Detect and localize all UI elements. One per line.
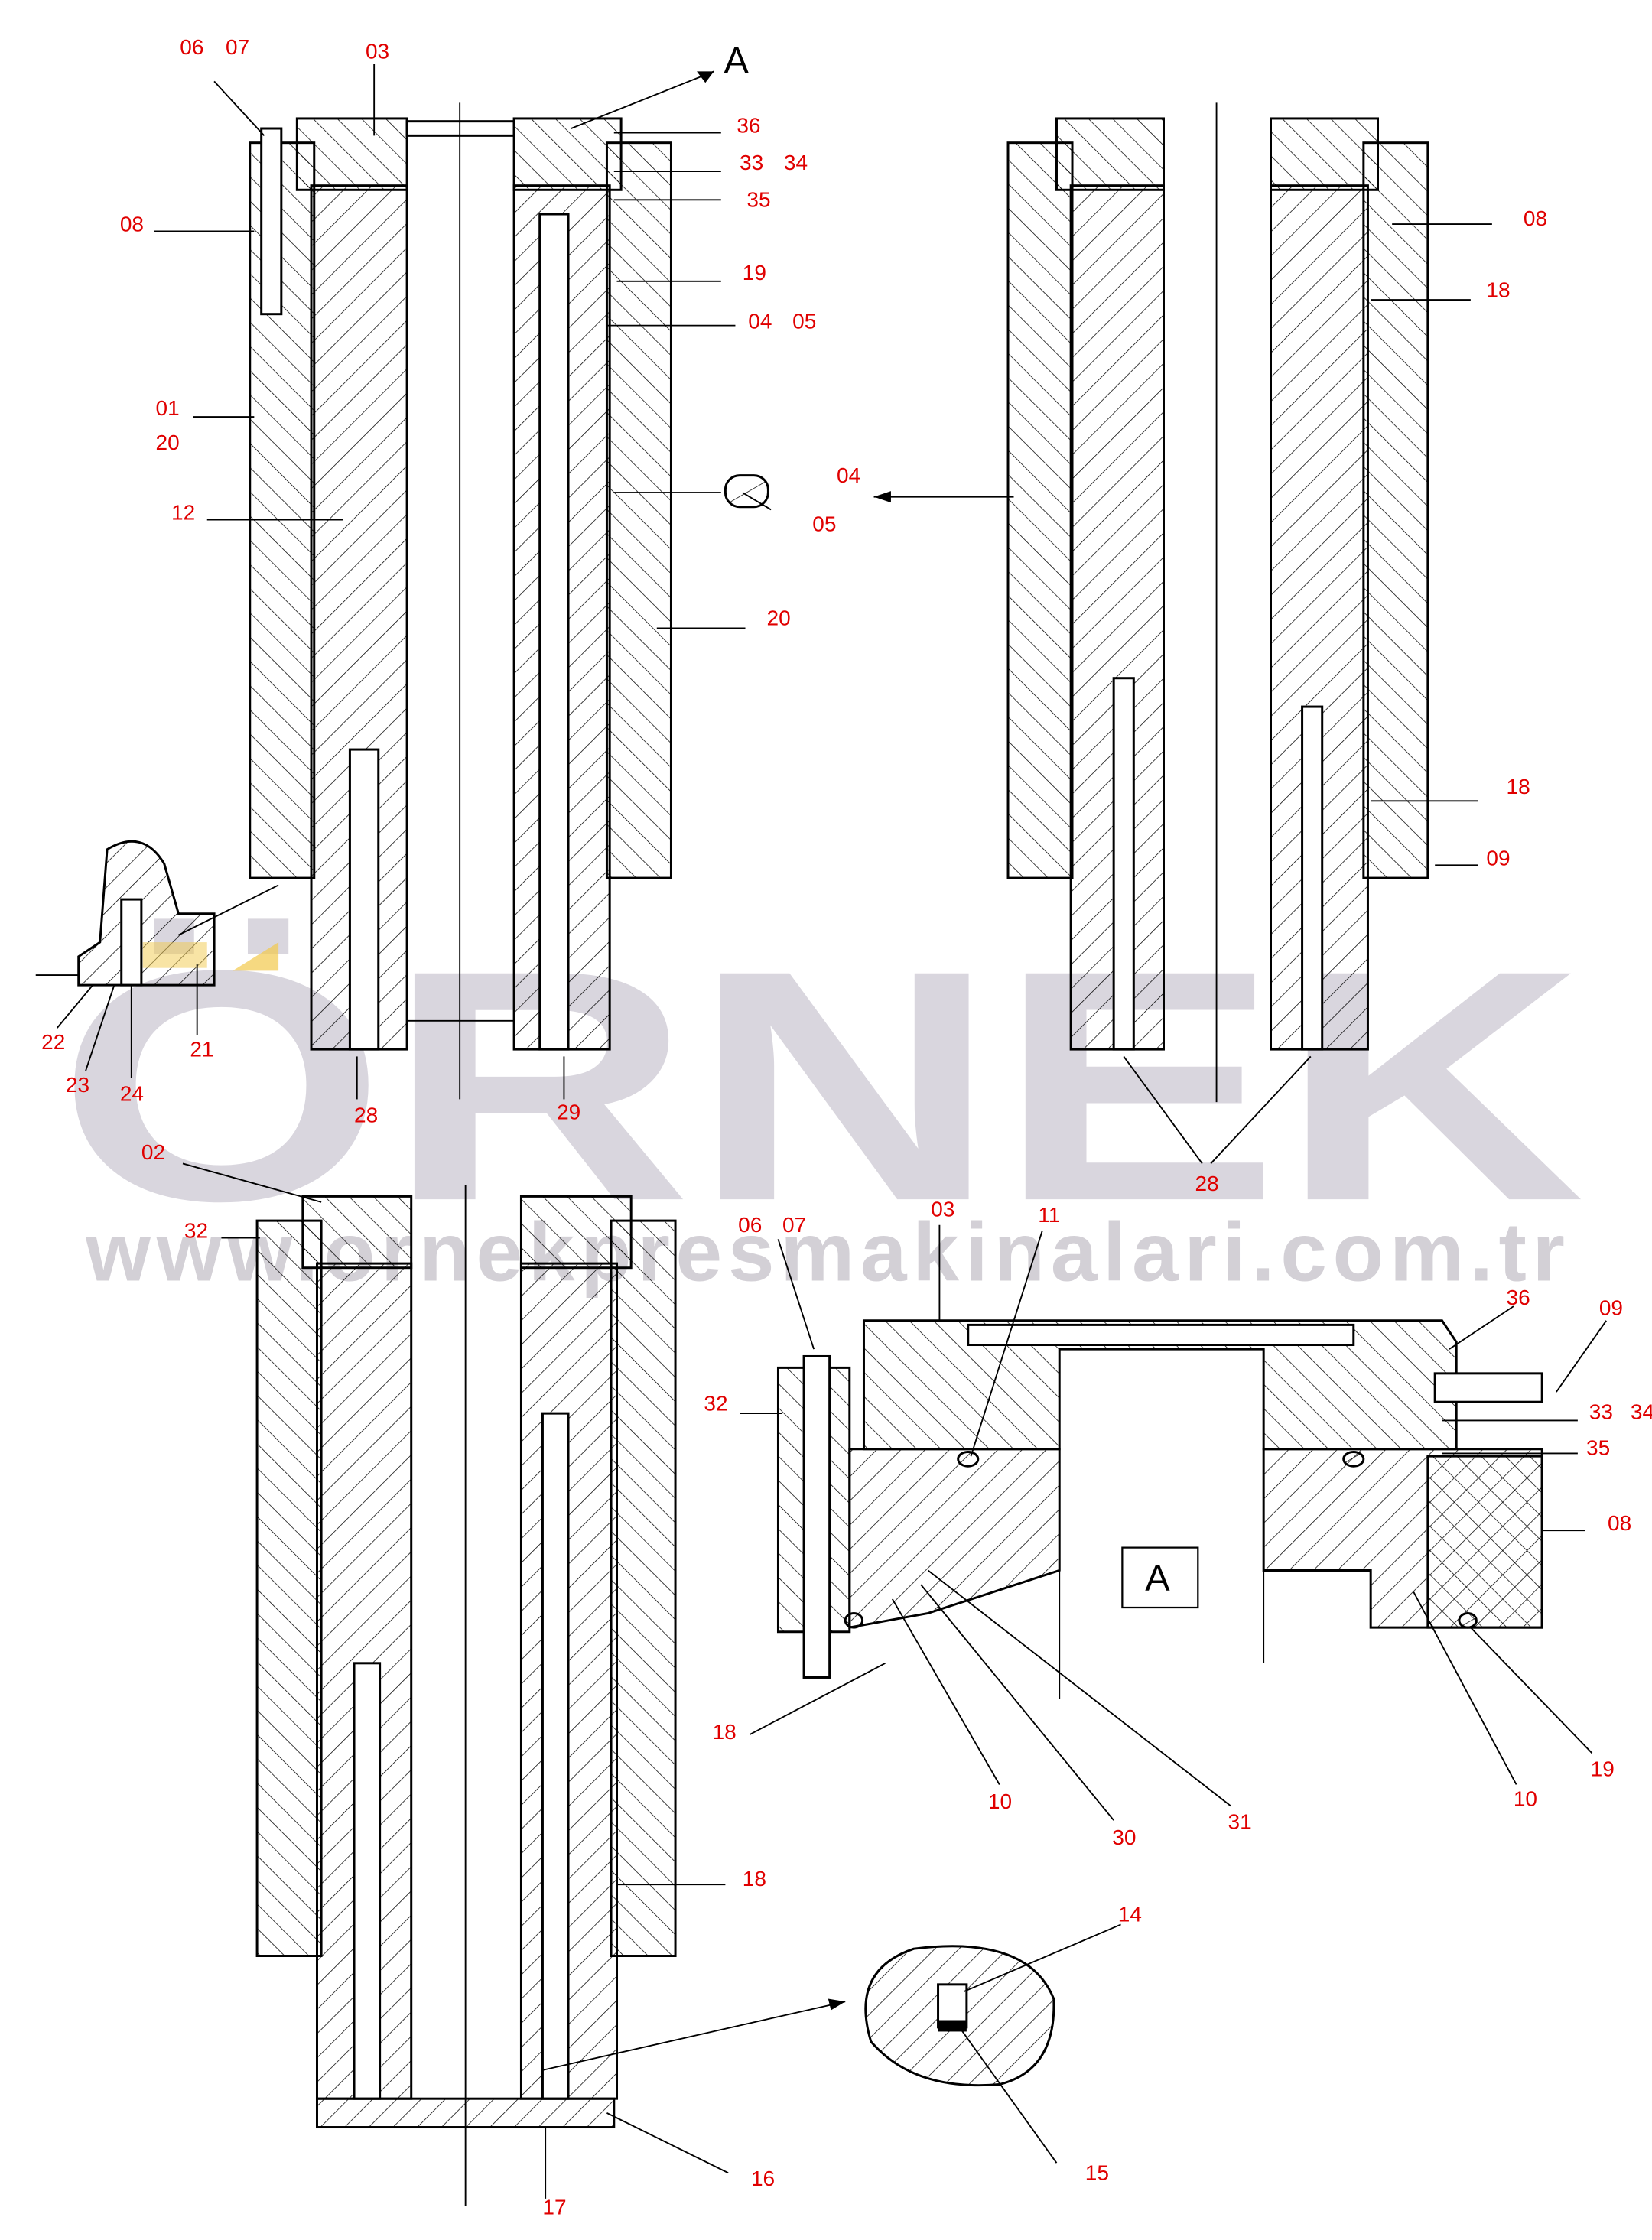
- part-label: 20: [767, 606, 791, 630]
- part-label: 19: [743, 261, 766, 284]
- part-label: 06: [180, 35, 203, 59]
- arrow-to-detail-a: [571, 70, 714, 129]
- part-label: 03: [366, 40, 389, 63]
- top-right-labels: 08 18 18 09 28: [1195, 206, 1548, 1195]
- part-label: 33: [1589, 1400, 1613, 1424]
- part-label: 12: [171, 501, 195, 525]
- part-label: 11: [1038, 1203, 1060, 1227]
- part-label: 03: [931, 1198, 954, 1221]
- part-label: 23: [66, 1073, 89, 1097]
- part-label: 20: [156, 431, 180, 454]
- detail-a-reference: A: [724, 40, 750, 81]
- bottom-left-section-view: [182, 1162, 1121, 2206]
- part-label: 28: [354, 1103, 378, 1127]
- part-label: 32: [184, 1219, 208, 1243]
- seal-detail-icon: [724, 474, 769, 509]
- part-label: 04: [837, 463, 860, 487]
- part-label: 17: [542, 2195, 566, 2219]
- part-label: 35: [746, 188, 770, 212]
- part-label: 14: [1118, 1903, 1142, 1926]
- top-right-section-view: [873, 102, 1492, 1165]
- part-label: 32: [704, 1391, 727, 1415]
- part-label: 34: [1631, 1400, 1652, 1424]
- part-label: 36: [1507, 1286, 1530, 1309]
- part-label: 24: [120, 1081, 144, 1105]
- top-left-labels: 06 07 03 A 36 33 34 35 08 19 04 05 01 20…: [41, 35, 860, 1127]
- part-label: 28: [1195, 1172, 1219, 1195]
- part-label: 06: [738, 1213, 762, 1237]
- part-label: 05: [792, 309, 816, 333]
- detail-a-view: [740, 1224, 1607, 1821]
- part-label: 21: [190, 1037, 213, 1061]
- part-label: 01: [156, 396, 180, 420]
- part-label: 10: [1514, 1786, 1537, 1810]
- part-label: 04: [748, 309, 772, 333]
- part-label: 02: [141, 1140, 165, 1164]
- top-left-section-view: [35, 64, 772, 1100]
- detail-a-marker: A: [1145, 1558, 1170, 1599]
- detail-a-labels: 06 07 03 11 36 09 32 33 34 35 08 A 18 10…: [704, 1198, 1652, 1849]
- part-label: 36: [737, 114, 760, 138]
- detail-a-marker-box: [1121, 1546, 1199, 1609]
- part-label: 22: [41, 1030, 65, 1054]
- part-label: 08: [1524, 206, 1547, 230]
- part-label: 05: [812, 512, 836, 535]
- bolt: [802, 1354, 831, 1679]
- part-label: 18: [713, 1720, 737, 1744]
- bottom-left-labels: 02 32 18 16 17: [141, 1140, 775, 2219]
- part-label: 08: [1608, 1511, 1631, 1535]
- part-label: 07: [226, 35, 249, 59]
- seal-detail-labels: 14 15: [1085, 1903, 1142, 2185]
- part-label: 30: [1112, 1825, 1136, 1849]
- part-label: 18: [743, 1867, 766, 1891]
- part-label: 09: [1486, 846, 1510, 870]
- part-label: 10: [988, 1790, 1012, 1813]
- part-label: 09: [1599, 1296, 1623, 1319]
- part-label: 35: [1586, 1435, 1610, 1459]
- part-label: 08: [120, 212, 144, 236]
- part-label: 18: [1507, 775, 1530, 798]
- part-label: 31: [1228, 1809, 1252, 1833]
- bolt: [260, 127, 283, 316]
- part-label: 15: [1085, 2161, 1109, 2185]
- part-label: 29: [557, 1100, 580, 1124]
- part-label: 07: [782, 1213, 806, 1237]
- part-label: 19: [1591, 1757, 1615, 1780]
- part-label: 33: [740, 151, 763, 174]
- part-label: 18: [1486, 278, 1510, 301]
- part-label: 34: [784, 151, 808, 174]
- part-label: 16: [751, 2167, 775, 2190]
